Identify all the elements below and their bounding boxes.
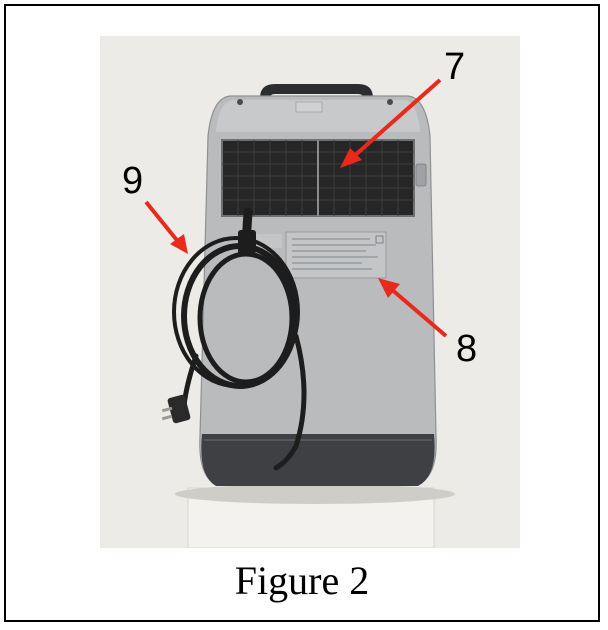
body-top-highlight bbox=[216, 100, 420, 132]
callout-9: 9 bbox=[122, 160, 144, 202]
top-screw-right bbox=[387, 99, 393, 105]
rating-label bbox=[285, 231, 387, 279]
side-latch bbox=[415, 163, 427, 187]
cord-clip bbox=[238, 230, 256, 254]
arrow-8 bbox=[388, 286, 448, 338]
top-label bbox=[295, 101, 323, 113]
figure-frame: 7 8 9 Figure 2 bbox=[4, 4, 600, 622]
photo-illustration bbox=[100, 36, 520, 548]
figure-caption: Figure 2 bbox=[234, 558, 370, 603]
unit-shadow bbox=[175, 484, 455, 504]
unit-base bbox=[201, 434, 435, 486]
arrow-9-head bbox=[170, 234, 188, 254]
top-screw-left bbox=[237, 99, 243, 105]
arrow-9 bbox=[144, 200, 182, 246]
cord-plug bbox=[161, 394, 191, 424]
callout-arrows bbox=[144, 78, 448, 338]
rating-label-lines bbox=[292, 238, 378, 270]
carry-handle bbox=[260, 84, 373, 106]
arrow-7 bbox=[350, 78, 442, 160]
small-label bbox=[248, 234, 282, 248]
callout-7: 7 bbox=[444, 46, 466, 88]
callout-8: 8 bbox=[456, 328, 478, 370]
label-symbol bbox=[375, 235, 384, 244]
arrow-8-head bbox=[378, 278, 400, 298]
dehumidifier-rear-photo: 7 8 9 bbox=[100, 36, 520, 548]
arrow-7-head bbox=[340, 148, 362, 168]
